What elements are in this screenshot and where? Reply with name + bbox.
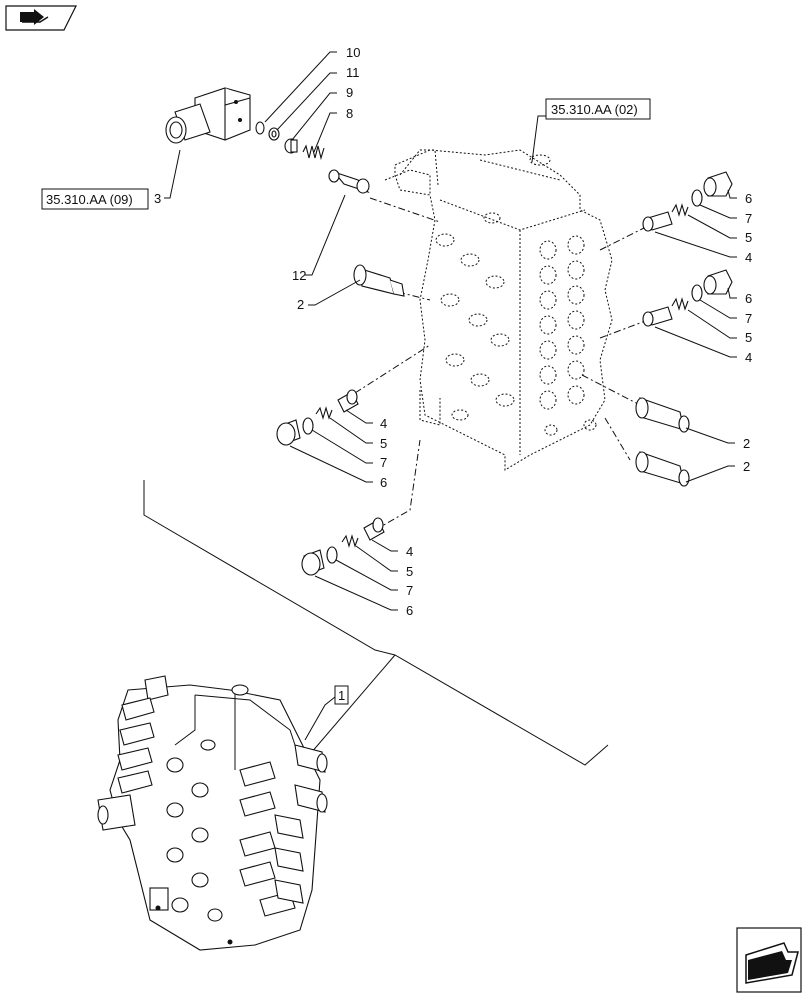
axis-line bbox=[599, 225, 649, 251]
callout-4-c: 4 bbox=[380, 416, 387, 431]
part-3-connector[interactable] bbox=[165, 87, 251, 144]
callout-12: 12 bbox=[292, 268, 306, 283]
callout-7-d: 7 bbox=[406, 583, 413, 598]
part-5-spring-c[interactable] bbox=[315, 406, 333, 420]
callout-5-b: 5 bbox=[745, 330, 752, 345]
part-4-spool-a[interactable] bbox=[642, 211, 673, 232]
part-5-spring-d[interactable] bbox=[341, 534, 359, 548]
callout-2-c: 2 bbox=[743, 459, 750, 474]
axis-line bbox=[354, 344, 431, 394]
valve-block-outline bbox=[384, 149, 613, 471]
part-8-spring[interactable] bbox=[302, 144, 325, 161]
axis-line bbox=[599, 319, 649, 339]
callout-2-b: 2 bbox=[743, 436, 750, 451]
assembly-box-label[interactable]: 1 bbox=[304, 685, 349, 741]
ref-box-top[interactable]: 35.310.AA (02) bbox=[531, 98, 651, 163]
callout-4-b: 4 bbox=[745, 350, 752, 365]
part-7-oring-a[interactable] bbox=[691, 189, 703, 207]
next-page-arrow-icon[interactable] bbox=[736, 927, 802, 993]
book-arrow-icon[interactable] bbox=[5, 5, 77, 31]
axis-line bbox=[369, 197, 441, 223]
callout-2-a: 2 bbox=[297, 297, 304, 312]
part-11-washer[interactable] bbox=[268, 127, 280, 141]
callout-7-a: 7 bbox=[745, 211, 752, 226]
part-5-spring-b[interactable] bbox=[671, 297, 689, 311]
axis-line bbox=[604, 417, 631, 461]
callout-3: 3 bbox=[154, 191, 161, 206]
callout-6-c: 6 bbox=[380, 475, 387, 490]
ref-box-left[interactable]: 35.310.AA (09) bbox=[41, 188, 149, 210]
assembly-guide-line bbox=[143, 480, 609, 766]
axis-line bbox=[374, 439, 421, 531]
part-2-relief-valve-c[interactable] bbox=[635, 451, 690, 487]
callout-5-c: 5 bbox=[380, 436, 387, 451]
part-6-plug-d[interactable] bbox=[301, 549, 325, 576]
callout-9: 9 bbox=[346, 85, 353, 100]
assembly-label-text: 1 bbox=[338, 688, 345, 703]
part-6-plug-b[interactable] bbox=[703, 269, 733, 295]
part-7-oring-b[interactable] bbox=[691, 284, 703, 302]
callout-10: 10 bbox=[346, 45, 360, 60]
axis-line bbox=[581, 374, 641, 406]
part-2-relief-valve-b[interactable] bbox=[635, 397, 690, 433]
part-4-spool-b[interactable] bbox=[642, 306, 673, 327]
part-6-plug-c[interactable] bbox=[276, 419, 301, 446]
part-5-spring-a[interactable] bbox=[671, 203, 689, 217]
callout-7-c: 7 bbox=[380, 455, 387, 470]
part-7-oring-c[interactable] bbox=[302, 417, 314, 435]
callout-8: 8 bbox=[346, 106, 353, 121]
callout-11: 11 bbox=[346, 65, 360, 80]
callout-4-d: 4 bbox=[406, 544, 413, 559]
callout-5-d: 5 bbox=[406, 564, 413, 579]
part-4-spool-d[interactable] bbox=[363, 517, 385, 541]
callout-5-a: 5 bbox=[745, 230, 752, 245]
callout-7-b: 7 bbox=[745, 311, 752, 326]
part-6-plug-a[interactable] bbox=[703, 171, 733, 197]
callout-6-a: 6 bbox=[745, 191, 752, 206]
ref-text-top: 35.310.AA (02) bbox=[551, 102, 638, 117]
part-10-oring[interactable] bbox=[255, 121, 265, 135]
part-12-piston[interactable] bbox=[328, 169, 370, 194]
callout-6-d: 6 bbox=[406, 603, 413, 618]
part-7-oring-d[interactable] bbox=[326, 546, 338, 564]
assembly-guide-line-2 bbox=[304, 654, 396, 761]
part-2-relief-valve-a[interactable] bbox=[353, 264, 405, 297]
assembled-valve-overview bbox=[97, 675, 328, 951]
callout-4-a: 4 bbox=[745, 250, 752, 265]
callout-6-b: 6 bbox=[745, 291, 752, 306]
part-4-spool-c[interactable] bbox=[337, 389, 359, 413]
part-9-plug[interactable] bbox=[284, 138, 298, 154]
ref-text-left: 35.310.AA (09) bbox=[46, 192, 133, 207]
